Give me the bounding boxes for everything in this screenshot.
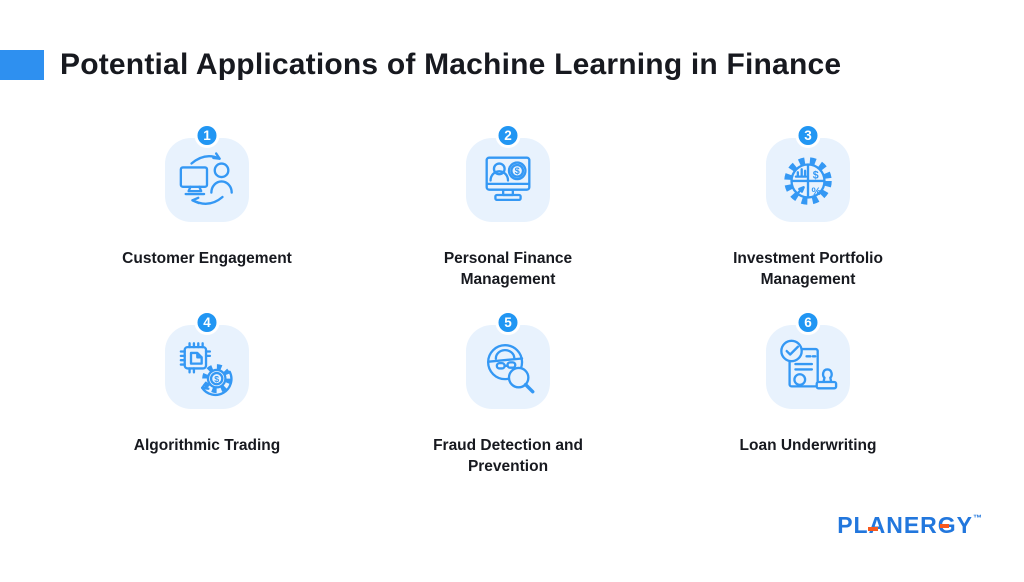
item-label: Loan Underwriting	[739, 437, 877, 454]
item-number-badge: 5	[495, 310, 521, 335]
trademark-symbol: ™	[973, 513, 982, 523]
gear-pie-chart-icon: $ %	[784, 157, 832, 205]
logo-accent-g	[940, 524, 950, 528]
planergy-logo-text: PLANERGY	[837, 512, 973, 538]
icon-tile: $	[466, 138, 550, 222]
item-label: Fraud Detection and Prevention	[433, 437, 583, 475]
svg-text:$: $	[214, 374, 219, 384]
application-item-2: 2 $ Personal Finance Management	[368, 123, 648, 290]
item-label: Algorithmic Trading	[133, 437, 281, 454]
page-title: Potential Applications of Machine Learni…	[60, 48, 842, 81]
monitor-person-dollar-icon: $	[485, 156, 531, 202]
item-label: Investment Portfolio Management	[733, 250, 883, 288]
item-number-badge: 6	[795, 310, 821, 335]
svg-text:$: $	[515, 166, 520, 176]
monitor-person-sync-icon	[179, 152, 233, 205]
application-item-5: 5 Fraud Detection and Prevention	[368, 310, 648, 477]
item-label: Personal Finance Management	[443, 250, 573, 288]
application-item-3: 3 $ % Investment Portfolio Management	[668, 123, 948, 290]
item-label: Customer Engagement	[122, 250, 292, 267]
chip-gear-dollar-icon: $	[179, 342, 233, 397]
icon-tile: $ %	[766, 138, 850, 222]
fraudster-magnifier-icon	[486, 344, 535, 394]
svg-text:$: $	[813, 170, 819, 182]
icon-tile	[165, 138, 249, 222]
title-accent-block	[0, 50, 44, 80]
planergy-logo: PLANERGY™	[837, 512, 982, 538]
item-number-badge: 1	[194, 123, 220, 148]
application-item-6: 6 Loan Underwriting	[668, 310, 948, 456]
icon-tile	[766, 325, 850, 409]
document-stamp-check-icon	[780, 339, 838, 390]
application-item-4: 4 $	[67, 310, 347, 456]
item-number-badge: 4	[194, 310, 220, 335]
logo-accent-a	[868, 527, 879, 531]
icon-tile: $	[165, 325, 249, 409]
icon-tile	[466, 325, 550, 409]
svg-text:%: %	[812, 186, 822, 198]
item-number-badge: 3	[795, 123, 821, 148]
item-number-badge: 2	[495, 123, 521, 148]
application-item-1: 1 Customer Engagement	[67, 123, 347, 269]
